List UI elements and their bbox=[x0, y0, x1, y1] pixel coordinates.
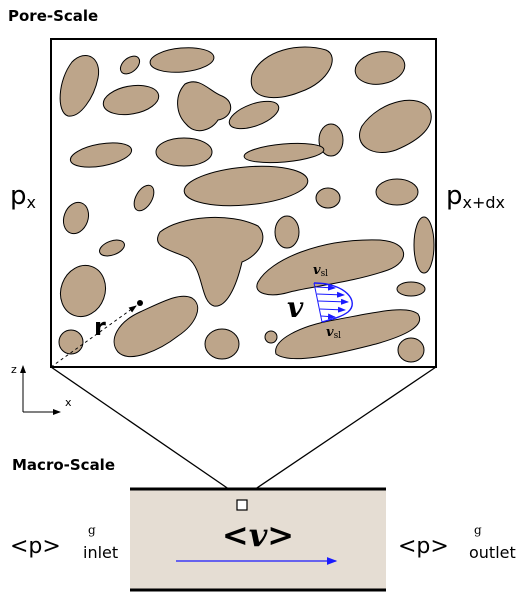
average-velocity-label: <v> bbox=[222, 516, 294, 554]
grain bbox=[59, 330, 83, 354]
grain bbox=[265, 331, 277, 343]
position-label: r bbox=[94, 313, 106, 341]
grain bbox=[275, 216, 299, 248]
z-axis-label: z bbox=[11, 363, 17, 376]
grain bbox=[316, 188, 340, 208]
inlet-pressure-sub: inlet bbox=[83, 543, 118, 562]
inlet-pressure-label: <p> bbox=[10, 534, 61, 559]
local-velocity-label: v bbox=[287, 291, 304, 324]
inlet-pressure-sup: g bbox=[88, 523, 96, 537]
outlet-pressure-sup: g bbox=[474, 523, 482, 537]
position-point bbox=[137, 300, 143, 306]
pore-domain: vsl vsl v r bbox=[51, 39, 436, 367]
pressure-right-label: px+dx bbox=[446, 181, 505, 212]
outlet-pressure-label: <p> bbox=[398, 534, 449, 559]
coordinate-axes: z x bbox=[11, 363, 72, 412]
x-axis-label: x bbox=[65, 396, 72, 409]
grain bbox=[376, 179, 418, 205]
grain bbox=[398, 338, 424, 362]
outlet-pressure-sub: outlet bbox=[469, 543, 516, 562]
grain bbox=[414, 217, 434, 273]
macro-channel: <v> bbox=[130, 489, 386, 590]
macro-scale-title: Macro-Scale bbox=[12, 456, 115, 474]
grain bbox=[205, 329, 239, 359]
rev-marker bbox=[237, 500, 247, 510]
pressure-left-label: px bbox=[10, 181, 36, 212]
pore-scale-title: Pore-Scale bbox=[8, 7, 98, 25]
grain bbox=[397, 282, 425, 296]
grain bbox=[156, 138, 212, 166]
zoom-line-left bbox=[51, 367, 236, 494]
zoom-line-right bbox=[248, 367, 436, 494]
